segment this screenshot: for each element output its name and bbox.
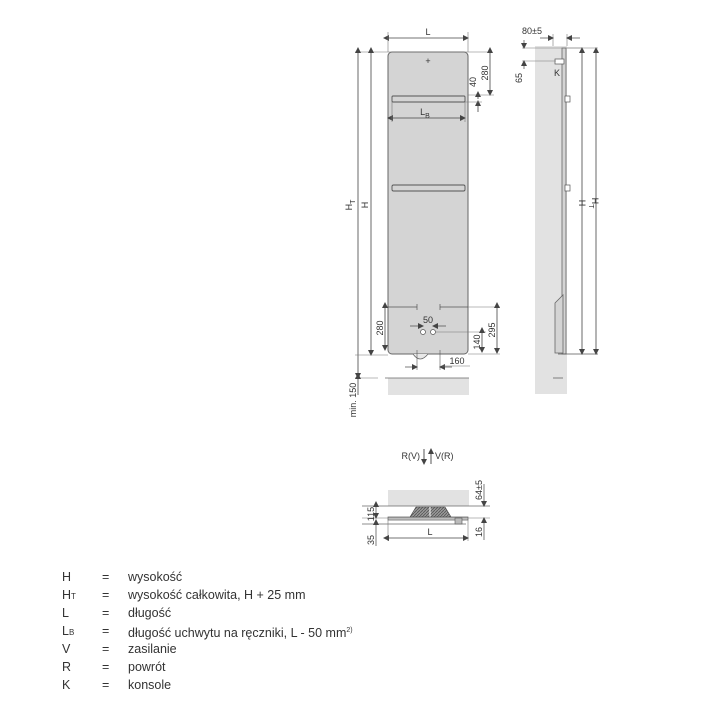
dim-115: 115 [366, 507, 376, 521]
legend-equals: = [102, 624, 110, 638]
legend-description: wysokość [128, 570, 183, 584]
side-view: 80±5 65 K H HT [514, 26, 600, 394]
dim-total-height-HT: HT [344, 199, 357, 211]
front-view: + L LB HT H 280 40 28 [344, 27, 500, 417]
dim-65: 65 [514, 73, 524, 83]
legend-symbol: L [62, 606, 69, 620]
center-mark: + [425, 56, 430, 66]
wall-top-view [388, 490, 469, 506]
legend-equals: = [102, 570, 110, 584]
dim-width-L: L [425, 27, 430, 37]
dim-min-150: min. 150 [348, 383, 358, 418]
legend-symbol: LB [62, 624, 75, 638]
towel-bar-middle [391, 184, 466, 192]
dim-64: 64±5 [474, 480, 484, 500]
legend-subscript: T [71, 592, 76, 601]
legend-equals: = [102, 660, 110, 674]
legend-symbol: HT [62, 588, 76, 602]
legend-description: wysokość całkowita, H + 25 mm [128, 588, 306, 602]
console-label-K: K [554, 68, 560, 78]
top-view: L 115 35 64±5 16 [362, 480, 490, 546]
dim-top-40: 40 [468, 77, 478, 87]
legend-symbol: K [62, 678, 71, 692]
legend-row: K = konsole [62, 676, 353, 694]
dim-80: 80±5 [522, 26, 542, 36]
floor [388, 378, 469, 395]
dim-140: 140 [472, 334, 482, 349]
legend-equals: = [102, 588, 110, 602]
return-label: R(V) [402, 451, 421, 461]
side-dim-total-height-HT: HT [587, 198, 600, 210]
pipe-return [420, 329, 426, 335]
legend-description: długość uchwytu na ręczniki, L - 50 mm2) [128, 626, 353, 640]
dim-35: 35 [366, 535, 376, 545]
legend-row: R = powrót [62, 658, 353, 676]
dim-bottom-280: 280 [375, 320, 385, 335]
console-middle [564, 95, 571, 103]
dim-295: 295 [487, 322, 497, 337]
legend-row: L = długość [62, 604, 353, 622]
legend-row: V = zasilanie [62, 640, 353, 658]
legend-symbol: V [62, 642, 71, 656]
legend-row: H = wysokość [62, 568, 353, 586]
legend-row: LB = długość uchwytu na ręczniki, L - 50 m… [62, 622, 353, 640]
dim-towel-bar-LB: LB [420, 107, 430, 120]
dim-top-280: 280 [480, 65, 490, 80]
dim-160: 160 [449, 356, 464, 366]
side-dim-height-H: H [577, 200, 587, 207]
dim-16: 16 [474, 527, 484, 537]
legend-description: konsole [128, 678, 172, 692]
dim-height-H: H [360, 202, 370, 209]
legend-symbol: H [62, 570, 72, 584]
legend-equals: = [102, 678, 110, 692]
top-dim-width-L: L [427, 527, 432, 537]
legend-description: zasilanie [128, 642, 177, 656]
supply-label: V(R) [435, 451, 454, 461]
pipe-supply [430, 329, 436, 335]
connection-indicator: R(V) V(R) [402, 448, 454, 465]
towel-bar-top [391, 95, 466, 103]
legend-symbol: R [62, 660, 72, 674]
console-lower [564, 184, 571, 192]
legend-subscript: B [68, 628, 75, 637]
legend-footnote: 2) [346, 627, 353, 634]
legend-row: HT = wysokość całkowita, H + 25 mm [62, 586, 353, 604]
legend-equals: = [102, 606, 110, 620]
dim-50: 50 [423, 315, 433, 325]
legend-description: długość [128, 606, 172, 620]
console-top [554, 58, 565, 65]
legend-description: powrót [128, 660, 166, 674]
legend-equals: = [102, 642, 110, 656]
